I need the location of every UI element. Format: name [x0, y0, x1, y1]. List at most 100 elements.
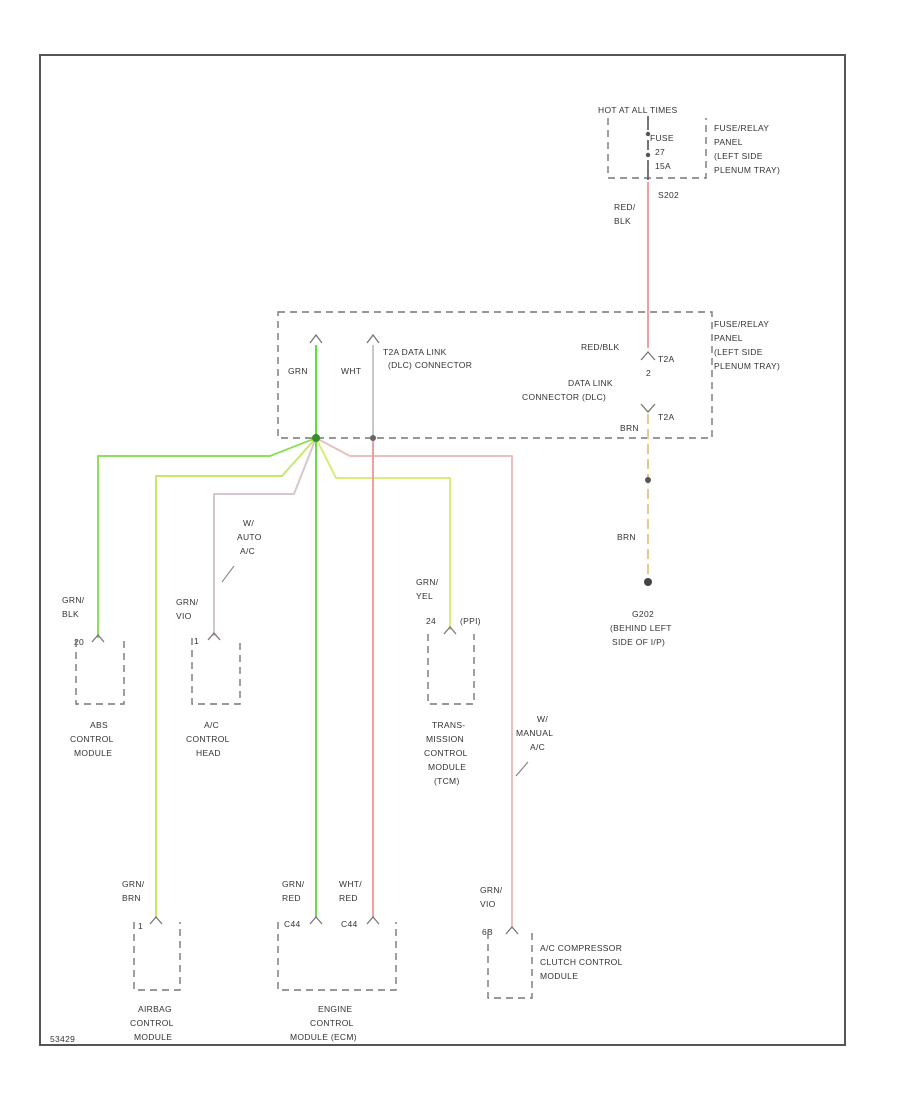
abs-wire-label: BLK	[62, 609, 79, 619]
auto-ac-note: W/	[243, 518, 254, 528]
ecm-pin-label: C44	[284, 919, 301, 929]
brn-upper-label: BRN	[620, 423, 639, 433]
tcm-module-label: CONTROL	[424, 748, 468, 758]
fuse-terminal-icon	[645, 131, 651, 137]
ac-head-pin-number: 1	[194, 636, 199, 646]
abs-pin-number: 20	[74, 637, 84, 647]
fuse-panel-label-line: FUSE/RELAY	[714, 123, 769, 133]
ecm-wire-label: RED	[282, 893, 301, 903]
fuse-panel-label-line: PLENUM TRAY)	[714, 165, 780, 175]
accm-wire-label: VIO	[480, 899, 496, 909]
ac-head-wire-label: GRN/	[176, 597, 199, 607]
abs-module-label: CONTROL	[70, 734, 114, 744]
airbag-wire-label: BRN	[122, 893, 141, 903]
tcm-module-label: TRANS-	[432, 720, 465, 730]
diagram-code: 53429	[50, 1034, 75, 1044]
ac-head-label: HEAD	[196, 748, 221, 758]
engine-control-module: GRN/ RED WHT/ RED C44 C44 ENGINE CONTROL…	[277, 879, 397, 1042]
airbag-module-label: AIRBAG	[138, 1004, 172, 1014]
tcm-wire-label: YEL	[416, 591, 433, 601]
connector-pin-icon	[207, 632, 221, 641]
dlc-panel-outline	[277, 311, 713, 439]
diagram-frame	[39, 54, 846, 1046]
ac-control-head: GRN/ VIO 1 A/C CONTROL HEAD	[176, 597, 241, 758]
auto-ac-note: A/C	[240, 546, 255, 556]
wire-grn-blk-abs	[97, 437, 317, 638]
wire-grn-vio-ac-head	[213, 437, 317, 636]
wire-grn-brn-airbag	[155, 437, 317, 918]
dlc-pin-number: 2	[646, 368, 651, 378]
ac-head-label: A/C	[204, 720, 219, 730]
tcm-module-label: MISSION	[426, 734, 464, 744]
wht-dlc-label: WHT	[341, 366, 361, 376]
accm-module-label: MODULE	[540, 971, 578, 981]
ecm-wire-label: RED	[339, 893, 358, 903]
airbag-pin-number: 1	[138, 921, 143, 931]
fuse-panel-label-line: PLENUM TRAY)	[714, 361, 780, 371]
ecm-module-label: CONTROL	[310, 1018, 354, 1028]
accm-module-label: A/C COMPRESSOR	[540, 943, 622, 953]
abs-module-label: MODULE	[74, 748, 112, 758]
abs-module-label: ABS	[90, 720, 108, 730]
splice-label: S202	[658, 190, 679, 200]
red-blk-wire-label: BLK	[614, 216, 631, 226]
dlc-pin-icon	[640, 351, 656, 361]
accm-module-label: CLUTCH CONTROL	[540, 957, 623, 967]
airbag-wire-label: GRN/	[122, 879, 145, 889]
fuse-panel-label-line: (LEFT SIDE	[714, 347, 763, 357]
t2a-top-label: T2A	[658, 354, 675, 364]
ecm-wire-label: GRN/	[282, 879, 305, 889]
fuse-panel-label-line: FUSE/RELAY	[714, 319, 769, 329]
dlc-left-label: (DLC) CONNECTOR	[388, 360, 472, 370]
dlc-pin-icon	[640, 403, 656, 413]
transmission-control-module: GRN/ YEL 24 (PPI) TRANS- MISSION CONTROL…	[416, 577, 481, 786]
hot-at-all-times-label: HOT AT ALL TIMES	[598, 105, 677, 115]
connector-pin-icon	[366, 916, 380, 925]
ac-compressor-clutch-module: GRN/ VIO 6B A/C COMPRESSOR CLUTCH CONTRO…	[480, 885, 623, 999]
manual-ac-note: A/C	[530, 742, 545, 752]
ground-label: (BEHIND LEFT	[610, 623, 672, 633]
red-blk-inline-label: RED/BLK	[581, 342, 620, 352]
ground-icon	[644, 578, 652, 586]
fuse-panel-label-line: PANEL	[714, 333, 743, 343]
tcm-wire-label: GRN/	[416, 577, 439, 587]
tcm-module-label: (TCM)	[434, 776, 460, 786]
ground-label: SIDE OF I/P)	[612, 637, 665, 647]
ac-head-wire-label: VIO	[176, 611, 192, 621]
airbag-control-module: GRN/ BRN 1 AIRBAG CONTROL MODULE	[122, 879, 181, 1042]
manual-ac-note: MANUAL	[516, 728, 553, 738]
tcm-module-label: MODULE	[428, 762, 466, 772]
fuse-label: FUSE	[650, 133, 674, 143]
dlc-pin-icon	[309, 333, 323, 344]
ecm-pin-label: C44	[341, 919, 358, 929]
brn-lower-label: BRN	[617, 532, 636, 542]
dlc-pin-icon	[366, 333, 380, 344]
wire-grn-yel-tcm	[315, 437, 451, 630]
splice-junction-icon	[312, 434, 320, 442]
tcm-pin-number: 24	[426, 616, 436, 626]
dlc-right-label: DATA LINK	[568, 378, 613, 388]
note-leader-icon	[221, 565, 235, 583]
fuse-number: 27	[655, 147, 665, 157]
connector-dot-icon	[645, 477, 651, 483]
connector-pin-icon	[149, 916, 163, 925]
airbag-module-label: CONTROL	[130, 1018, 174, 1028]
manual-ac-note: W/	[537, 714, 548, 724]
auto-ac-note: AUTO	[237, 532, 262, 542]
fuse-box: HOT AT ALL TIMES FUSE 27 15A FUSE/RELAY …	[598, 105, 780, 180]
ecm-module-label: MODULE (ECM)	[290, 1032, 357, 1042]
ecm-wire-label: WHT/	[339, 879, 362, 889]
connector-pin-icon	[91, 634, 105, 643]
dlc-left-label: T2A DATA LINK	[383, 347, 447, 357]
airbag-module-label: MODULE	[134, 1032, 172, 1042]
ecm-module-label: ENGINE	[318, 1004, 352, 1014]
ac-head-label: CONTROL	[186, 734, 230, 744]
abs-wire-label: GRN/	[62, 595, 85, 605]
fuse-rating: 15A	[655, 161, 671, 171]
fuse-panel-label-line: (LEFT SIDE	[714, 151, 763, 161]
splice-junction-icon	[370, 435, 376, 441]
ground-label: G202	[632, 609, 654, 619]
fuse-terminal-icon	[645, 152, 651, 158]
connector-pin-icon	[309, 916, 323, 925]
